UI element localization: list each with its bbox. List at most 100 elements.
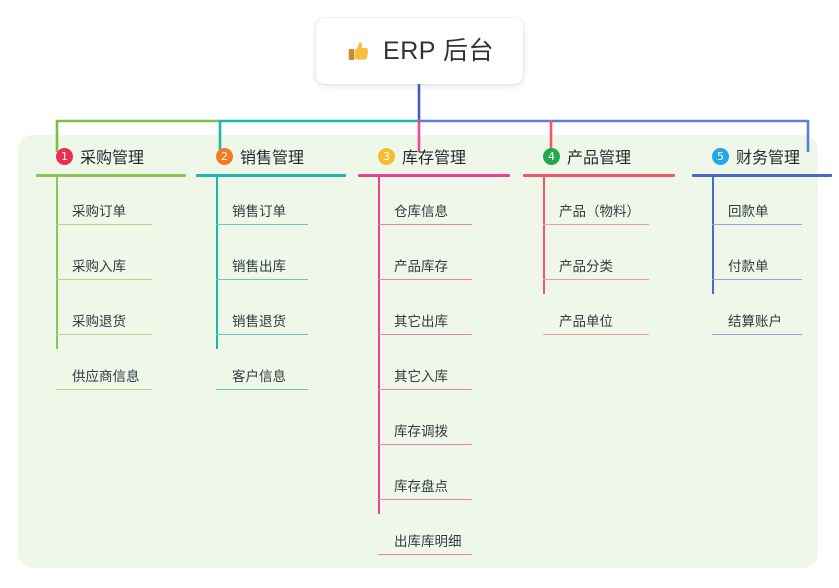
column-header-rule bbox=[36, 174, 186, 177]
leaf-item-label: 产品库存 bbox=[394, 259, 448, 274]
leaf-item-label: 库存调拨 bbox=[394, 424, 448, 439]
column-trunk-line bbox=[378, 177, 380, 514]
leaf-item-label: 采购入库 bbox=[72, 259, 126, 274]
column-title: 库存管理 bbox=[402, 150, 467, 167]
leaf-list: 销售订单销售出库销售退货客户信息 bbox=[196, 177, 346, 397]
leaf-item-label: 库存盘点 bbox=[394, 479, 448, 494]
leaf-item-rule bbox=[378, 388, 472, 390]
leaf-item-label: 销售订单 bbox=[232, 204, 286, 219]
column-header-1[interactable]: 1 采购管理 bbox=[36, 143, 186, 169]
column-采购管理: 1 采购管理采购订单采购入库采购退货供应商信息 bbox=[36, 143, 186, 397]
column-header-rule bbox=[358, 174, 510, 177]
leaf-item-rule bbox=[216, 388, 308, 390]
column-title: 销售管理 bbox=[240, 150, 305, 167]
leaf-item[interactable]: 仓库信息 bbox=[358, 177, 510, 232]
column-header-rule bbox=[692, 174, 832, 177]
root-title: ERP 后台 bbox=[383, 36, 494, 65]
leaf-item-rule bbox=[543, 278, 649, 280]
leaf-item[interactable]: 销售出库 bbox=[196, 232, 346, 287]
leaf-item[interactable]: 销售订单 bbox=[196, 177, 346, 232]
leaf-item[interactable]: 产品单位 bbox=[523, 287, 675, 342]
leaf-list: 采购订单采购入库采购退货供应商信息 bbox=[36, 177, 186, 397]
leaf-item-label: 出库库明细 bbox=[394, 534, 462, 549]
column-header-rule bbox=[196, 174, 346, 177]
leaf-item-rule bbox=[378, 443, 472, 445]
column-销售管理: 2 销售管理销售订单销售出库销售退货客户信息 bbox=[196, 143, 346, 397]
column-产品管理: 4 产品管理产品（物料） 产品分类产品单位 bbox=[523, 143, 675, 342]
leaf-item-rule bbox=[378, 553, 472, 555]
leaf-item[interactable]: 出库库明细 bbox=[358, 507, 510, 562]
column-trunk-line bbox=[712, 177, 714, 294]
leaf-item-label: 销售出库 bbox=[232, 259, 286, 274]
leaf-item[interactable]: 产品库存 bbox=[358, 232, 510, 287]
leaf-item[interactable]: 客户信息 bbox=[196, 342, 346, 397]
leaf-item-label: 销售退货 bbox=[232, 314, 286, 329]
leaf-list: 仓库信息产品库存其它出库其它入库库存调拨库存盘点出库库明细 bbox=[358, 177, 510, 562]
leaf-item-rule bbox=[712, 278, 802, 280]
leaf-item-label: 采购订单 bbox=[72, 204, 126, 219]
leaf-item-label: 产品分类 bbox=[559, 259, 613, 274]
leaf-item[interactable]: 采购退货 bbox=[36, 287, 186, 342]
column-header-3[interactable]: 3 库存管理 bbox=[358, 143, 510, 169]
column-trunk-line bbox=[56, 177, 58, 349]
leaf-item-label: 回款单 bbox=[728, 204, 769, 219]
leaf-item[interactable]: 产品分类 bbox=[523, 232, 675, 287]
leaf-item-label: 客户信息 bbox=[232, 369, 286, 384]
column-header-2[interactable]: 2 销售管理 bbox=[196, 143, 346, 169]
leaf-item-label: 付款单 bbox=[728, 259, 769, 274]
leaf-item-label: 供应商信息 bbox=[72, 369, 140, 384]
leaf-item[interactable]: 采购入库 bbox=[36, 232, 186, 287]
column-header-5[interactable]: 5 财务管理 bbox=[692, 143, 832, 169]
column-index-badge: 4 bbox=[543, 147, 560, 165]
leaf-item-label: 采购退货 bbox=[72, 314, 126, 329]
column-title: 产品管理 bbox=[567, 150, 632, 167]
column-trunk-line bbox=[543, 177, 545, 294]
column-index-badge: 2 bbox=[216, 147, 233, 165]
leaf-item[interactable]: 付款单 bbox=[692, 232, 832, 287]
thumbs-up-icon bbox=[348, 41, 369, 60]
column-title: 财务管理 bbox=[736, 150, 801, 167]
leaf-item[interactable]: 回款单 bbox=[692, 177, 832, 232]
leaf-item-rule bbox=[543, 223, 649, 225]
leaf-item-label: 产品（物料） bbox=[559, 204, 640, 219]
leaf-item[interactable]: 销售退货 bbox=[196, 287, 346, 342]
leaf-item[interactable]: 结算账户 bbox=[692, 287, 832, 342]
leaf-item[interactable]: 库存盘点 bbox=[358, 452, 510, 507]
leaf-item[interactable]: 采购订单 bbox=[36, 177, 186, 232]
leaf-item-rule bbox=[712, 223, 802, 225]
root-node[interactable]: ERP 后台 bbox=[316, 18, 523, 84]
column-财务管理: 5 财务管理回款单付款单结算账户 bbox=[692, 143, 832, 342]
leaf-list: 回款单付款单结算账户 bbox=[692, 177, 832, 342]
column-库存管理: 3 库存管理仓库信息产品库存其它出库其它入库库存调拨库存盘点出库库明细 bbox=[358, 143, 510, 562]
leaf-item[interactable]: 库存调拨 bbox=[358, 397, 510, 452]
leaf-item[interactable]: 供应商信息 bbox=[36, 342, 186, 397]
leaf-item-rule bbox=[378, 498, 472, 500]
leaf-item-rule bbox=[56, 278, 152, 280]
column-trunk-line bbox=[216, 177, 218, 349]
leaf-item-rule bbox=[56, 388, 152, 390]
leaf-item-rule bbox=[378, 333, 472, 335]
leaf-item-rule bbox=[378, 223, 472, 225]
leaf-item[interactable]: 其它出库 bbox=[358, 287, 510, 342]
leaf-item-label: 其它出库 bbox=[394, 314, 448, 329]
leaf-item-label: 产品单位 bbox=[559, 314, 613, 329]
leaf-item-rule bbox=[543, 333, 649, 335]
leaf-item-label: 其它入库 bbox=[394, 369, 448, 384]
column-title: 采购管理 bbox=[80, 150, 145, 167]
leaf-item-rule bbox=[56, 223, 152, 225]
column-header-4[interactable]: 4 产品管理 bbox=[523, 143, 675, 169]
leaf-item[interactable]: 产品（物料） bbox=[523, 177, 675, 232]
column-index-badge: 3 bbox=[378, 147, 395, 165]
leaf-item-rule bbox=[56, 333, 152, 335]
leaf-item[interactable]: 其它入库 bbox=[358, 342, 510, 397]
leaf-item-rule bbox=[216, 278, 308, 280]
leaf-item-label: 仓库信息 bbox=[394, 204, 448, 219]
leaf-item-rule bbox=[216, 333, 308, 335]
column-header-rule bbox=[523, 174, 675, 177]
leaf-item-rule bbox=[216, 223, 308, 225]
column-index-badge: 1 bbox=[56, 147, 73, 165]
column-index-badge: 5 bbox=[712, 147, 729, 165]
leaf-item-rule bbox=[378, 278, 472, 280]
